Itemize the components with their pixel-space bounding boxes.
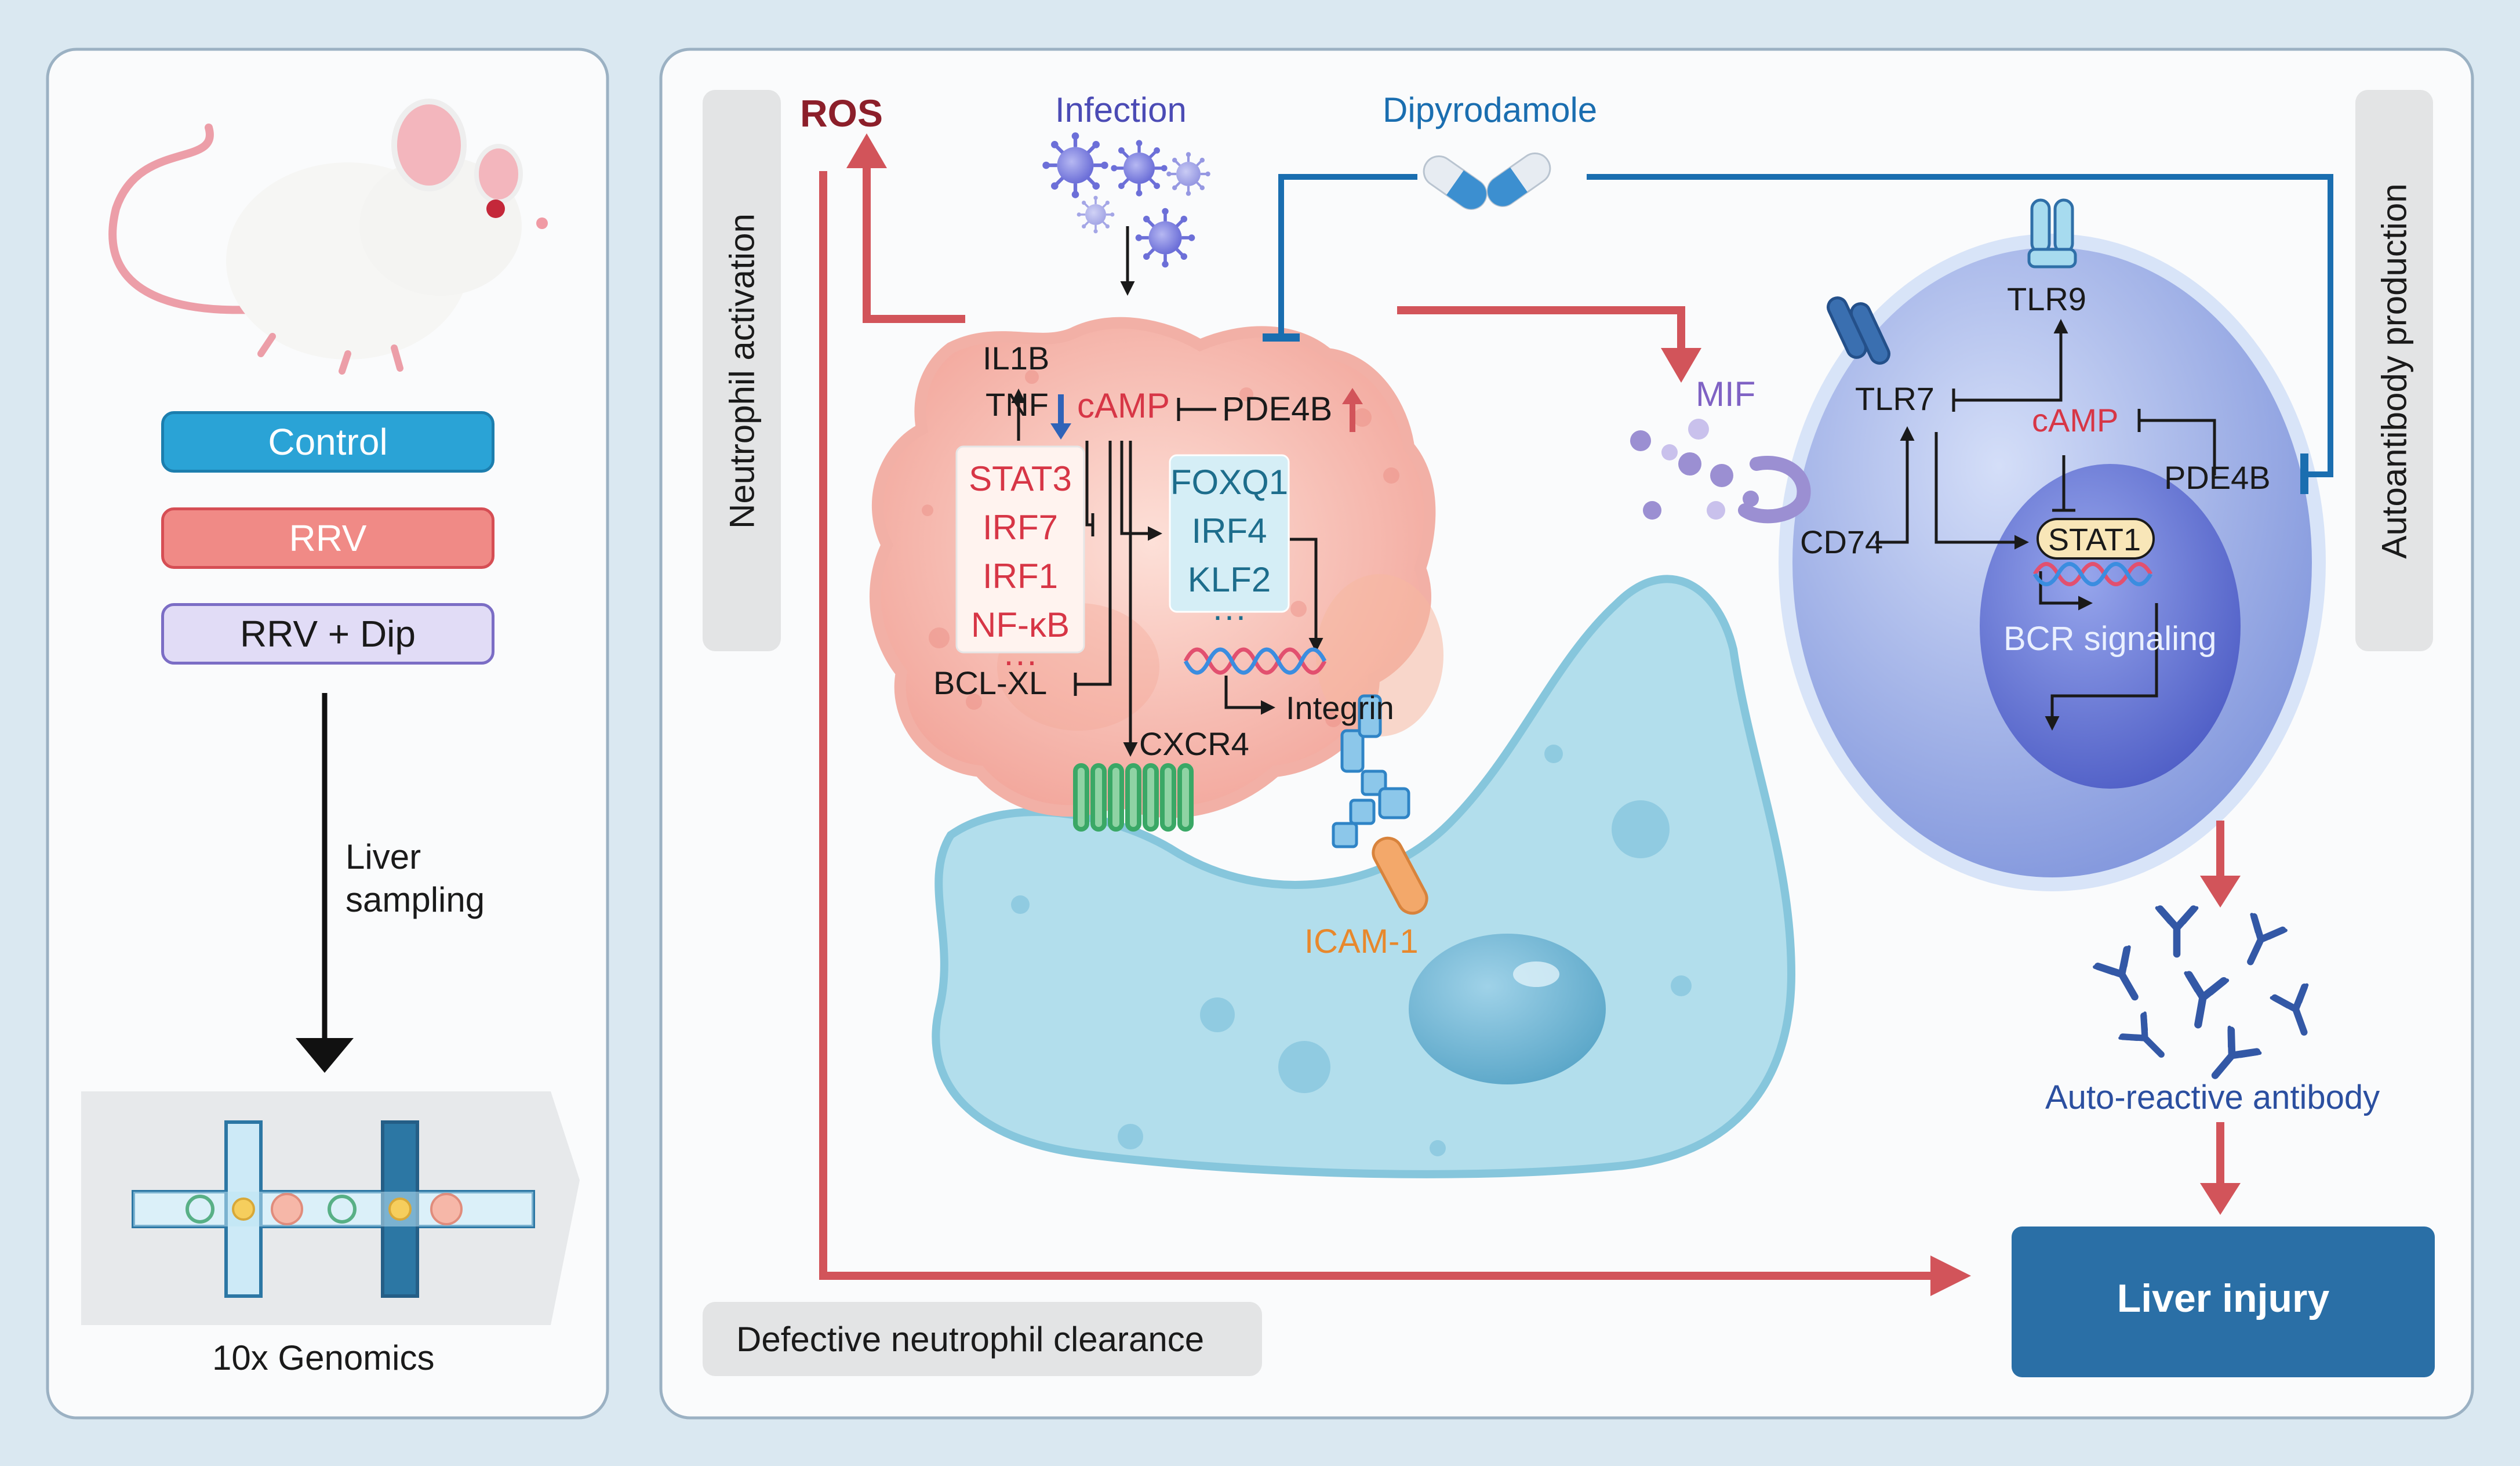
downregulated-genes-box <box>955 445 1085 654</box>
gene-klf2: KLF2 <box>1187 560 1271 599</box>
gene-irf4: IRF4 <box>1191 511 1267 550</box>
sampling-label-line1: Liver <box>346 837 421 876</box>
gene-irf1: IRF1 <box>982 557 1059 596</box>
dna-helix-icon <box>1183 562 2153 675</box>
il1b-label: IL1B <box>983 340 1050 376</box>
dipyrodamole-label: Dipyrodamole <box>1383 90 1598 129</box>
liver-injury-label: Liver injury <box>2117 1276 2330 1320</box>
antibody-arrowhead <box>2200 876 2241 908</box>
mouse-illustration <box>108 99 548 375</box>
macrophage-nucleus <box>1409 934 1606 1084</box>
camp-bcell-label: cAMP <box>2032 402 2119 438</box>
control-button[interactable]: Control <box>161 411 494 473</box>
camp-neutrophil-label: cAMP <box>1077 386 1170 425</box>
gene-more: ··· <box>1003 641 1038 680</box>
neutrophil-activation-label: Neutrophil activation <box>722 213 762 529</box>
liver-injury-box <box>2012 1226 2435 1377</box>
gene-nfkb: NF-κB <box>971 605 1070 644</box>
liver-injury-arrowhead <box>1930 1255 1971 1296</box>
mif-arrowhead <box>1661 348 1701 383</box>
tlr7-label: TLR7 <box>1855 380 1934 417</box>
bcr-signaling-label: BCR signaling <box>2003 620 2217 658</box>
infection-label: Infection <box>1055 90 1187 129</box>
cxcr4-label: CXCR4 <box>1139 725 1249 762</box>
rrv-button[interactable]: RRV <box>161 507 494 569</box>
tlr9-receptor-icon <box>2027 198 2077 268</box>
tlr9-label: TLR9 <box>2007 281 2086 317</box>
liver-arrowhead <box>2200 1183 2241 1215</box>
pde4b-bcell-label: PDE4B <box>2164 459 2271 496</box>
neutrophil-signaling <box>1011 226 1323 757</box>
tnf-label: TNF <box>986 386 1049 423</box>
pde4b-up-arrow <box>1342 388 1363 432</box>
mif-particles <box>1630 419 1759 520</box>
auto-reactive-antibody-label: Auto-reactive antibody <box>2045 1079 2380 1116</box>
dipyridamole-lines <box>1263 174 2333 494</box>
stat1-pill <box>2037 518 2155 560</box>
cd74-label: CD74 <box>1800 524 1883 560</box>
ros-label: ROS <box>800 92 883 135</box>
tnf-down-arrow <box>1050 394 1071 440</box>
integrin-receptor-icon <box>1332 694 1410 848</box>
autoantibody-production-label: Autoantibody production <box>2374 183 2414 559</box>
upregulated-genes-box <box>1169 454 1290 613</box>
sampling-label-line2: sampling <box>346 880 485 919</box>
left-panel <box>46 48 609 1420</box>
cxcr4-receptor-icon <box>1073 763 1194 832</box>
gene-foxq1: FOXQ1 <box>1170 463 1289 502</box>
downregulated-genes-list: STAT3 IRF7 IRF1 NF-κB ··· <box>957 455 1084 680</box>
autoantibody-production-tag <box>2355 90 2433 651</box>
stat1-label: STAT1 <box>2048 522 2141 557</box>
gene-irf7: IRF7 <box>982 508 1059 547</box>
upregulated-genes-list: FOXQ1 IRF4 KLF2 ··· <box>1170 458 1289 635</box>
platform-label: 10x Genomics <box>212 1338 435 1377</box>
defective-clearance-label: Defective neutrophil clearance <box>736 1320 1205 1359</box>
rrv-dip-button[interactable]: RRV + Dip <box>161 603 494 665</box>
bcl-xl-label: BCL-XL <box>933 665 1048 701</box>
defective-clearance-tag <box>703 1302 1262 1376</box>
ros-arrowhead <box>846 133 887 168</box>
red-pathway-arrows <box>819 168 2224 1280</box>
genomics-chip <box>81 1091 580 1325</box>
icam1-receptor-icon <box>1372 836 1428 915</box>
gene-more-up: ··· <box>1212 596 1247 635</box>
mif-label: MIF <box>1696 375 1756 413</box>
cd74-receptor-icon <box>1738 456 1811 524</box>
gene-stat3: STAT3 <box>969 459 1072 498</box>
integrin-label: Integrin <box>1286 690 1394 726</box>
tlr7-receptor-icon <box>1827 296 1890 365</box>
icam1-label: ICAM-1 <box>1304 923 1419 960</box>
pde4b-neutrophil-label: PDE4B <box>1222 390 1333 428</box>
neutrophil-activation-tag <box>703 90 781 651</box>
